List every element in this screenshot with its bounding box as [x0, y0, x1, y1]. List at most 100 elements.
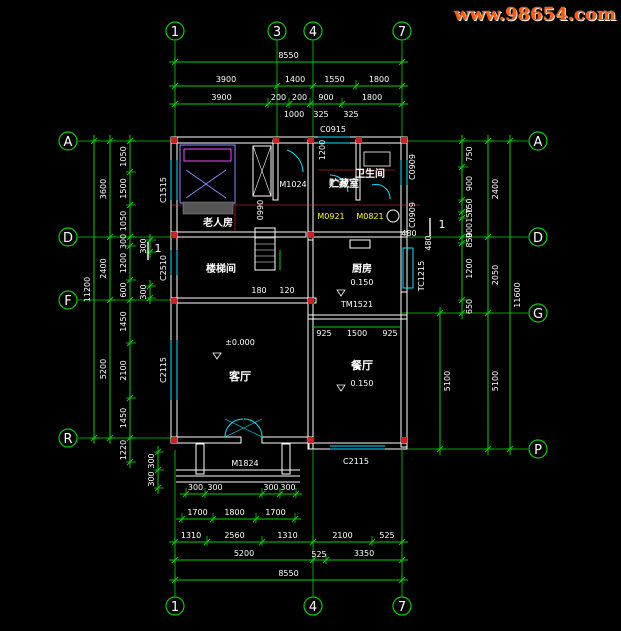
column: [401, 437, 407, 443]
axis-right-D-label: D: [533, 231, 543, 246]
elev-mark: [336, 289, 346, 297]
label-c1515: C1515: [159, 177, 168, 203]
column: [308, 232, 314, 238]
door-diag: [224, 418, 263, 438]
axis-right-G-label: G: [533, 307, 543, 322]
porch-post-right: [281, 443, 291, 475]
dim-right-mid-text: 5100: [491, 371, 500, 391]
axis-top-4-label: 4: [309, 25, 317, 40]
dim-left-inner-text: 1200: [119, 253, 128, 273]
column: [171, 232, 177, 238]
dim-right-outer-text: 5100: [443, 371, 452, 391]
axis-top-3-circle: [267, 21, 287, 41]
dim-left-inner-text: 1220: [119, 440, 128, 460]
elev-mark: [336, 384, 346, 392]
dim-top-row2-text: 1800: [362, 93, 382, 102]
watermark-text: www.98654.com: [454, 4, 616, 25]
axis-left-F-circle: [58, 290, 78, 310]
label-m0821: M0821: [356, 212, 383, 221]
dim-bottom-r4-text: 5200: [234, 549, 254, 558]
room-label-kitchen: 厨房: [352, 262, 372, 275]
column: [171, 298, 177, 304]
door-swing-m1024: [286, 149, 304, 173]
door-swing-m0921: [329, 174, 349, 193]
dim-bottom-r4-text: 3350: [354, 549, 374, 558]
dim-left-outer-text: 5200: [99, 359, 108, 379]
dim-top-row1-text: 1800: [369, 75, 389, 84]
bed-pillow-icon: [183, 148, 232, 162]
dim-bath-1200: 1200: [318, 140, 327, 160]
axis-left-A-circle: [58, 131, 78, 151]
dim-right-inner-text: 750: [465, 146, 474, 161]
dim-kitchen-925a: 925: [316, 329, 331, 338]
stair-icon: [254, 227, 276, 271]
room-label-dining: 餐厅: [350, 358, 373, 372]
door-swing-m0821: [371, 183, 391, 200]
dim-bottom-r2-text: 1800: [224, 508, 244, 517]
wall-bottom-left: [170, 436, 242, 444]
dim-bottom-r3-text: 525: [379, 531, 394, 540]
dim-bottom-r3-text: 2560: [224, 531, 244, 540]
dim-bottom-r3-text: 2100: [332, 531, 352, 540]
dim-right-inner-text: 1200: [465, 258, 474, 278]
axis-top-1-label: 1: [171, 25, 179, 40]
axis-left-F-label: F: [64, 294, 71, 309]
column: [171, 437, 177, 443]
label-c0915: C0915: [320, 125, 346, 134]
stove-icon: [349, 239, 371, 249]
room-elev-dining: 0.150: [351, 379, 374, 388]
dim-bottom-total-text: 8550: [278, 569, 298, 578]
wardrobe-icon: [252, 145, 272, 197]
dim-top-total-text: 8550: [278, 51, 298, 60]
label-c0909-a: C0909: [408, 154, 417, 180]
sink-icon: [363, 151, 391, 167]
label-m0921: M0921: [317, 212, 344, 221]
axis-bottom-1-circle: [165, 596, 185, 616]
dim-left-inner-text: 300: [119, 234, 128, 249]
axis-top-7-label: 7: [398, 25, 406, 40]
door-swing-m1824-l: [224, 418, 244, 438]
room-label-stair: 楼梯间: [206, 262, 236, 275]
wall-top: [170, 136, 408, 144]
column: [308, 298, 314, 304]
dim-top-row2-text: 200: [271, 93, 286, 102]
dim-kitchen-925b: 925: [382, 329, 397, 338]
dim-bottom-r1-text: 300: [188, 483, 203, 492]
axis-left-D-label: D: [63, 231, 73, 246]
column: [171, 137, 177, 143]
axis-right-D-circle: [528, 227, 548, 247]
wall-right-upper: [400, 136, 408, 293]
room-label-elder: 老人房: [202, 216, 233, 229]
dim-bottom-r3-text: 1310: [277, 531, 297, 540]
dim-kitchen-1500: 1500: [347, 329, 367, 338]
wall-kitchen-bottom: [307, 314, 408, 320]
dim-left-stair-b-text: 300: [139, 284, 148, 299]
dim-left-inner-text: 600: [119, 282, 128, 297]
label-c2510: C2510: [159, 255, 168, 281]
wall-elder-bottom: [170, 231, 307, 238]
dim-bottom-r3-text: 1310: [181, 531, 201, 540]
porch-post-left: [195, 443, 205, 475]
bed-rug-icon: [182, 201, 234, 215]
dim-right-inner-text: 650: [465, 299, 474, 314]
elev-mark: [212, 352, 222, 360]
wall-kitchen-top: [307, 231, 408, 238]
wall-elder-right: [272, 139, 279, 201]
dim-door-0990: 0990: [256, 200, 265, 220]
dim-bottom-r1-text: 300: [280, 483, 295, 492]
dim-top-row1-text: 3900: [216, 75, 236, 84]
column: [308, 137, 314, 143]
wall-right-lower: [400, 291, 408, 448]
dim-left-inner-text: 1050: [119, 146, 128, 166]
column: [356, 137, 362, 143]
dim-top-row1-text: 1550: [324, 75, 344, 84]
dim-bottom-r2-text: 1700: [187, 508, 207, 517]
dim-stair-180: 180: [251, 286, 266, 295]
wall-bath-left: [307, 139, 314, 241]
dim-right-inner-text: 150: [465, 207, 474, 222]
dim-left-outer-text: 3600: [99, 179, 108, 199]
label-m1024: M1024: [279, 180, 306, 189]
axis-top-7-circle: [392, 21, 412, 41]
label-c2115-left: C2115: [159, 357, 168, 383]
